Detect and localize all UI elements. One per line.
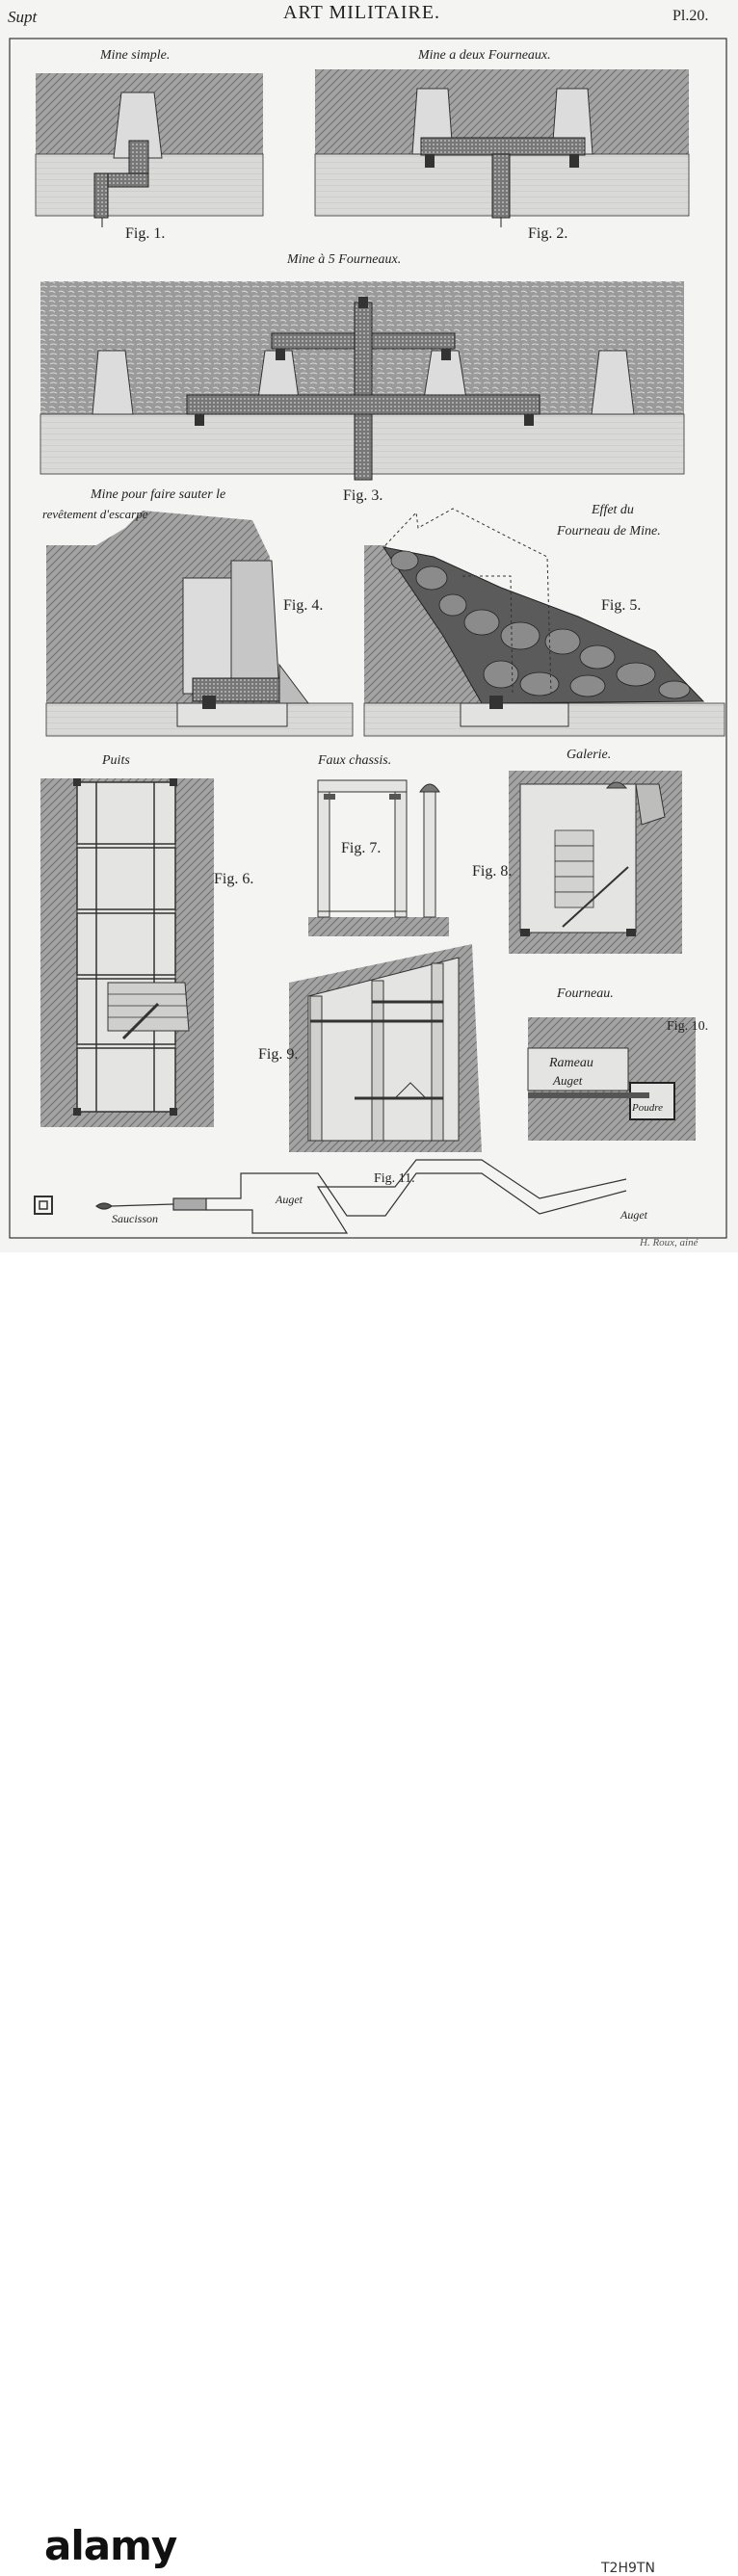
fig9-chassis-incline (289, 944, 482, 1152)
fig-label-7: Fig. 7. (341, 840, 382, 856)
engraver-signature: H. Roux, ainé (640, 1237, 698, 1249)
fig-label-3: Fig. 3. (343, 487, 383, 504)
caption-mine-deux: Mine a deux Fourneaux. (418, 48, 551, 63)
plate-title: ART MILITAIRE. (283, 2, 441, 23)
plate-number: Pl.20. (672, 8, 709, 24)
fig-label-1: Fig. 1. (125, 225, 166, 242)
caption-effet-1: Effet du (592, 503, 634, 517)
fig-label-4: Fig. 4. (283, 597, 324, 614)
fig-label-9: Fig. 9. (258, 1046, 299, 1063)
caption-faux-chassis: Faux chassis. (318, 753, 392, 768)
fig3-mine-cinq-fourneaux (40, 281, 685, 481)
engraving-plate: Supt ART MILITAIRE. Pl.20. Mine simple. … (0, 0, 738, 1252)
caption-mine-simple: Mine simple. (100, 48, 171, 63)
label-auget-a: Auget (276, 1193, 303, 1206)
fig-label-2: Fig. 2. (528, 225, 568, 242)
caption-fourneau: Fourneau. (557, 986, 614, 1001)
label-rameau: Rameau (549, 1056, 593, 1070)
plate-border (9, 38, 727, 1239)
fig-label-11: Fig. 11. (374, 1171, 415, 1186)
fig6-puits (40, 778, 214, 1127)
caption-effet-2: Fourneau de Mine. (557, 524, 661, 539)
watermark-image-id: T2H9TN (601, 2561, 655, 2576)
caption-mine-sauter-2: revêtement d'escarpe (42, 507, 148, 521)
fig4-revetement-escarpe (45, 511, 354, 737)
caption-mine-cinq: Mine à 5 Fourneaux. (287, 252, 402, 267)
label-auget-fourneau: Auget (553, 1073, 583, 1088)
fig1-mine-simple (35, 73, 264, 227)
fig2-mine-deux-fourneaux (314, 69, 690, 227)
fig7-faux-chassis (308, 779, 449, 936)
label-saucisson: Saucisson (112, 1212, 158, 1225)
fig5-effet-fourneau (363, 508, 725, 737)
caption-galerie: Galerie. (567, 748, 612, 762)
fig-label-6: Fig. 6. (214, 871, 254, 887)
header-supplement: Supt (8, 8, 38, 26)
fig8-galerie (509, 771, 682, 954)
fig10-fourneau (527, 1017, 696, 1141)
fig-label-10: Fig. 10. (667, 1019, 709, 1034)
fig-label-8: Fig. 8. (472, 863, 513, 880)
watermark-logo: alamy (44, 2522, 177, 2569)
label-auget-b: Auget (620, 1208, 647, 1222)
caption-mine-sauter-1: Mine pour faire sauter le (91, 487, 226, 502)
fig-label-5: Fig. 5. (601, 597, 642, 614)
watermark-footer: alamy T2H9TN (0, 1252, 738, 2576)
plate-drawing (9, 38, 727, 1239)
label-poudre: Poudre (632, 1102, 663, 1114)
caption-puits: Puits (102, 753, 130, 768)
fig11-saucisson (34, 1159, 627, 1234)
